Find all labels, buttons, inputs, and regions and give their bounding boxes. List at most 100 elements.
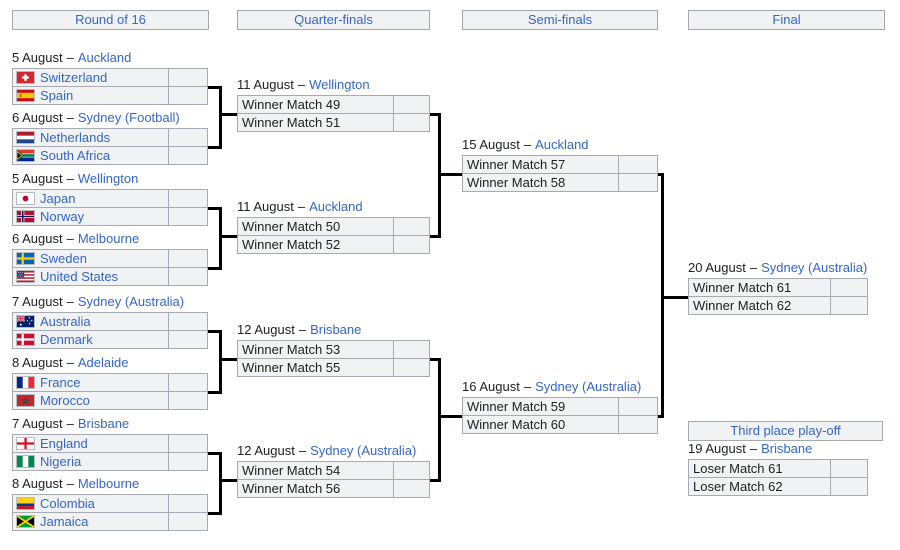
- venue-link[interactable]: Auckland: [309, 199, 363, 214]
- match-date-venue: 15 August–Auckland: [462, 137, 658, 153]
- team-name-link[interactable]: United States: [40, 269, 119, 284]
- team-name-cell: Loser Match 62: [688, 477, 831, 496]
- team-row: Winner Match 52: [237, 235, 430, 254]
- team-name-link[interactable]: Sweden: [40, 251, 87, 266]
- match-date-venue: 20 August–Sydney (Australia): [688, 260, 868, 276]
- team-name-link[interactable]: Norway: [40, 209, 85, 224]
- venue-link[interactable]: Wellington: [309, 77, 370, 92]
- connector-line: [430, 113, 441, 116]
- header-semi-finals[interactable]: Semi-finals: [462, 10, 658, 30]
- venue-link[interactable]: Brisbane: [77, 416, 130, 431]
- team-name-link[interactable]: Jamaica: [40, 514, 89, 529]
- venue-link[interactable]: Auckland: [77, 50, 132, 65]
- venue-link[interactable]: Melbourne: [77, 231, 140, 246]
- score-cell: [168, 452, 208, 471]
- flag-sweden-icon: [17, 253, 34, 264]
- team-name-cell: Winner Match 56: [237, 479, 394, 498]
- score-cell: [393, 358, 430, 377]
- match-date: 19 August: [688, 441, 746, 456]
- match-date: 7 August: [12, 416, 63, 431]
- venue-link[interactable]: Sydney (Football): [77, 110, 180, 125]
- venue-link[interactable]: Adelaide: [77, 355, 129, 370]
- team-name-cell: Japan: [12, 189, 169, 208]
- score-cell: [168, 434, 208, 453]
- venue-link[interactable]: Melbourne: [77, 476, 140, 491]
- team-row: Loser Match 61: [688, 459, 868, 478]
- team-name-link[interactable]: Australia: [40, 314, 91, 329]
- team-name-link[interactable]: Denmark: [40, 332, 93, 347]
- venue-link[interactable]: Sydney (Australia): [761, 260, 868, 275]
- date-venue-dash: –: [523, 379, 532, 394]
- connector-line: [219, 86, 222, 149]
- placeholder-text: Winner Match 62: [693, 298, 792, 313]
- team-name-cell: Morocco: [12, 391, 169, 410]
- score-cell: [168, 189, 208, 208]
- team-name-cell: Winner Match 53: [237, 340, 394, 359]
- match-quarter-finals-4: 12 August–Sydney (Australia) Winner Match…: [237, 443, 430, 498]
- flag-australia-icon: [17, 316, 34, 327]
- score-cell: [618, 155, 658, 174]
- team-name-link[interactable]: Spain: [40, 88, 74, 103]
- header-third-place-playoff[interactable]: Third place play-off: [688, 421, 883, 441]
- score-cell: [168, 373, 208, 392]
- team-name-link[interactable]: Netherlands: [40, 130, 111, 145]
- team-row: Winner Match 50: [237, 217, 430, 236]
- connector-line: [208, 86, 222, 89]
- flag-denmark-icon: [17, 334, 34, 345]
- placeholder-text: Winner Match 57: [467, 157, 566, 172]
- team-name-link[interactable]: France: [40, 375, 81, 390]
- team-row: Morocco: [12, 391, 208, 410]
- match-date-venue: 11 August–Auckland: [237, 199, 430, 215]
- team-name-cell: England: [12, 434, 169, 453]
- team-name-link[interactable]: England: [40, 436, 88, 451]
- header-final[interactable]: Final: [688, 10, 885, 30]
- score-cell: [168, 249, 208, 268]
- date-venue-dash: –: [66, 171, 74, 186]
- placeholder-text: Loser Match 61: [693, 461, 783, 476]
- score-cell: [393, 95, 430, 114]
- score-cell: [393, 461, 430, 480]
- venue-link[interactable]: Sydney (Australia): [77, 294, 185, 309]
- placeholder-text: Winner Match 53: [242, 342, 341, 357]
- flag-morocco-icon: [17, 395, 34, 406]
- team-row: Spain: [12, 86, 208, 105]
- team-name-link[interactable]: Switzerland: [40, 70, 108, 85]
- venue-link[interactable]: Brisbane: [761, 441, 813, 456]
- team-name-cell: Netherlands: [12, 128, 169, 147]
- match-date-venue: 12 August–Sydney (Australia): [237, 443, 430, 459]
- connector-line: [219, 235, 237, 238]
- venue-link[interactable]: Brisbane: [310, 322, 362, 337]
- header-quarter-finals[interactable]: Quarter-finals: [237, 10, 430, 30]
- team-name-link[interactable]: Japan: [40, 191, 76, 206]
- date-venue-dash: –: [66, 231, 74, 246]
- score-cell: [168, 312, 208, 331]
- connector-line: [661, 173, 664, 418]
- venue-link[interactable]: Auckland: [535, 137, 589, 152]
- score-cell: [168, 86, 208, 105]
- team-name-link[interactable]: Nigeria: [40, 454, 82, 469]
- team-name-link[interactable]: Colombia: [40, 496, 95, 511]
- team-name-cell: Winner Match 60: [462, 415, 619, 434]
- team-name-cell: Winner Match 51: [237, 113, 394, 132]
- match-date: 5 August: [12, 50, 63, 65]
- score-cell: [168, 391, 208, 410]
- flag-japan-icon: [17, 193, 34, 204]
- placeholder-text: Winner Match 54: [242, 463, 341, 478]
- venue-link[interactable]: Wellington: [77, 171, 139, 186]
- match-date: 6 August: [12, 110, 63, 125]
- header-round-of-16[interactable]: Round of 16: [12, 10, 209, 30]
- connector-line: [430, 358, 441, 361]
- venue-link[interactable]: Sydney (Australia): [310, 443, 417, 458]
- venue-link[interactable]: Sydney (Australia): [535, 379, 642, 394]
- team-row: Winner Match 51: [237, 113, 430, 132]
- team-name-link[interactable]: South Africa: [40, 148, 111, 163]
- flag-netherlands-icon: [17, 132, 34, 143]
- team-name-link[interactable]: Morocco: [40, 393, 90, 408]
